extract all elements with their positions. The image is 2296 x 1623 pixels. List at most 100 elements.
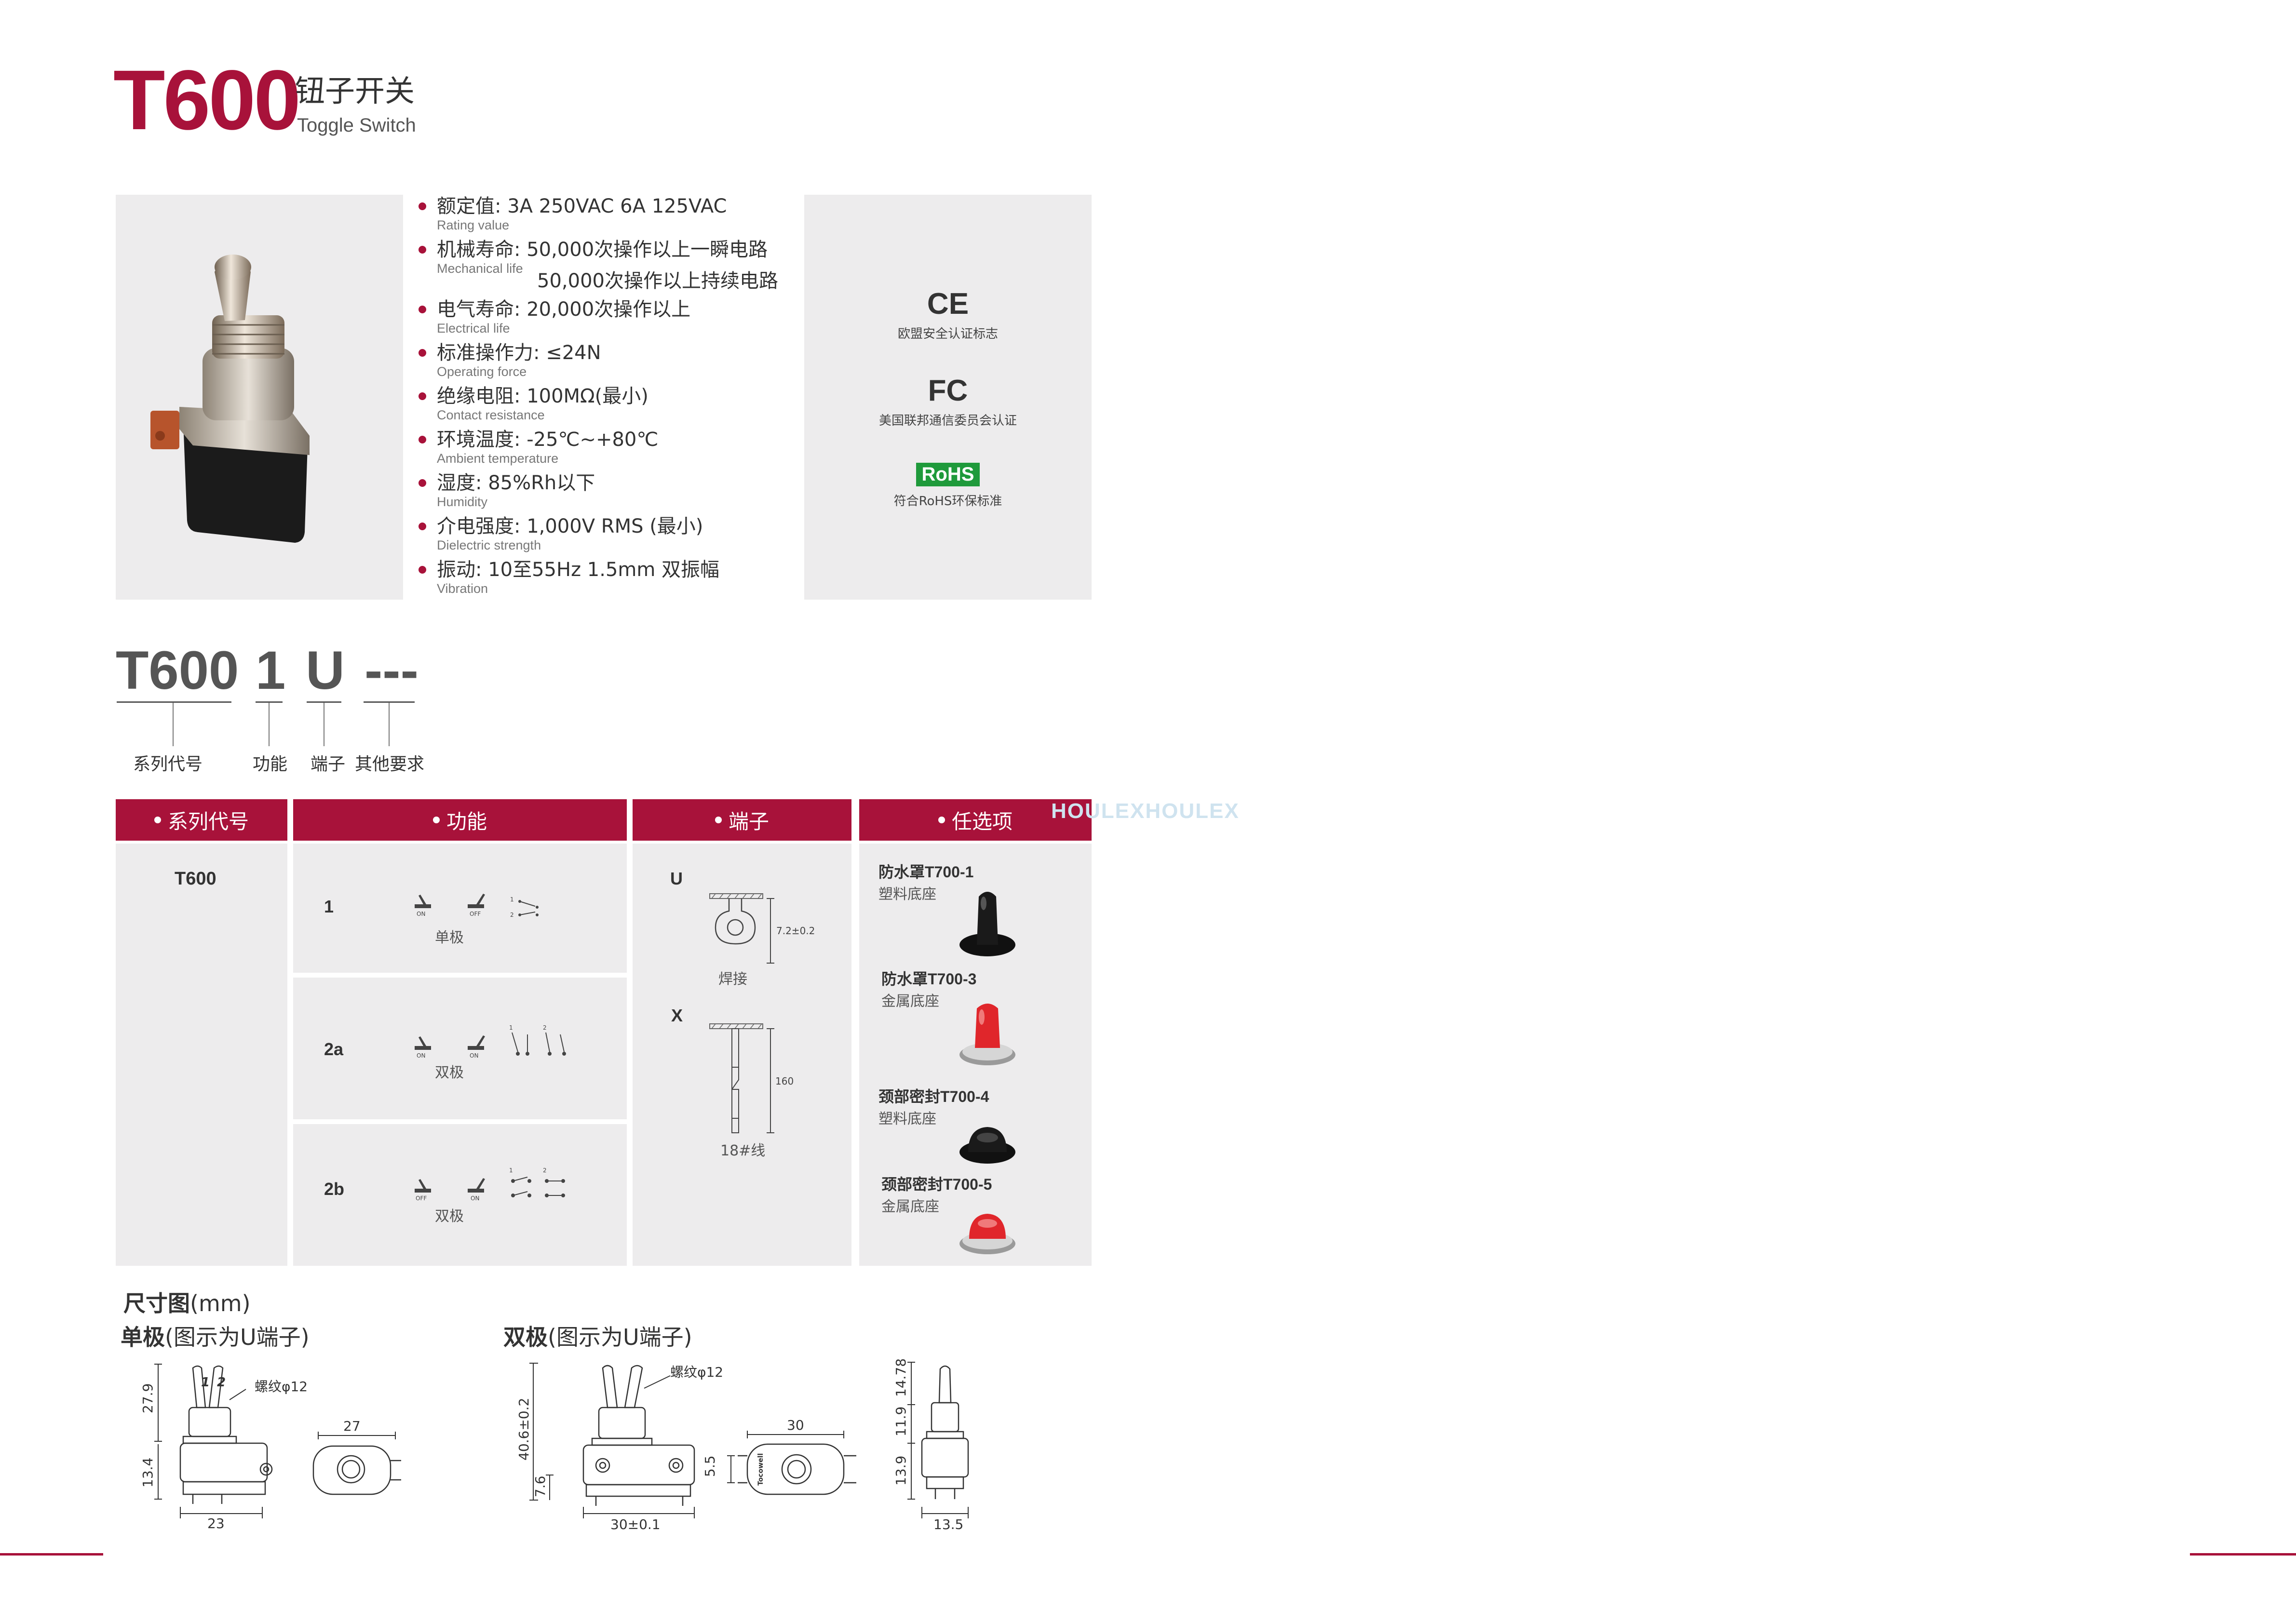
double-pole-dimension-drawing: 40.6±0.2 7.6 30±0.1 螺纹φ12 30 5.5 Tocowel… <box>516 1359 969 1532</box>
function-row-2a: 2a ON ON 1 2 双极 <box>293 978 627 1119</box>
options-cell: 防水罩T700-1 塑料底座 防水罩T700-3 金属底座 颈部密封T700-4… <box>859 844 1092 1266</box>
cert-rohs: RoHS 符合RoHS环保标准 <box>804 463 1092 509</box>
double-pole-title: 双极(图示为U端子) <box>503 1324 692 1350</box>
dim-side-height: 5.5 <box>702 1455 718 1477</box>
code-label-series: 系列代号 <box>133 754 203 774</box>
option-item: 颈部密封T700-4 塑料底座 <box>878 1085 989 1128</box>
code-leader <box>389 703 390 746</box>
table-header-function: 功能 <box>293 799 627 841</box>
dim-height: 40.6±0.2 <box>516 1398 532 1461</box>
code-label-function: 功能 <box>253 754 288 774</box>
option-base: 塑料底座 <box>878 1111 936 1127</box>
spec-value: 环境温度: -25℃~+80℃ <box>437 429 659 451</box>
terminal-name-u: 焊接 <box>718 971 747 988</box>
lever-number: 2 <box>217 1375 226 1390</box>
pole-label: 单极 <box>435 929 464 946</box>
bullet-icon <box>419 202 426 210</box>
bullet-icon <box>419 523 426 530</box>
state-label: ON <box>417 911 425 917</box>
fcc-mark-icon: FC <box>928 374 968 407</box>
function-diagram: OFF ON 1 2 <box>415 1167 565 1202</box>
terminal-num: 1 <box>509 1024 513 1031</box>
bullet-icon <box>938 817 945 823</box>
option-item: 防水罩T700-1 塑料底座 <box>878 860 973 903</box>
spec-value: 绝缘电阻: 100MΩ(最小) <box>437 385 648 407</box>
spec-label-en: Vibration <box>437 581 488 596</box>
toggle-switch-photo <box>150 255 310 543</box>
spec-label-en: Humidity <box>437 495 488 509</box>
state-label: ON <box>471 1195 479 1202</box>
dim-height: 27.9 <box>140 1383 156 1413</box>
spec-contact-resistance: 绝缘电阻: 100MΩ(最小)Contact resistance <box>416 385 797 428</box>
spec-value: 机械寿命: 50,000次操作以上一瞬电路 <box>437 239 768 261</box>
terminal-num: 1 <box>510 896 514 903</box>
product-name-cn: 钮子开关 <box>295 73 415 108</box>
bullet-icon <box>432 817 440 823</box>
bullet-icon <box>419 392 426 400</box>
dim-side-width: 30 <box>787 1417 804 1433</box>
function-diagram: ON ON 1 2 <box>415 1024 566 1059</box>
code-other: --- <box>365 640 419 700</box>
terminal-dim: 7.2±0.2 <box>776 925 815 937</box>
bullet-icon <box>419 566 426 574</box>
code-leader <box>173 703 174 746</box>
code-label-terminal: 端子 <box>311 754 346 774</box>
ce-mark-icon: CE <box>927 287 969 321</box>
spec-label-en: Ambient temperature <box>437 451 559 466</box>
dim-side-low: 13.9 <box>893 1456 909 1486</box>
option-base: 金属底座 <box>881 993 939 1010</box>
single-pole-dimension-drawing: 1 2 27.9 13.4 23 螺纹φ12 27 <box>140 1364 401 1531</box>
spec-value: 湿度: 85%Rh以下 <box>437 472 595 494</box>
option-name: 防水罩T700-3 <box>881 970 977 988</box>
dim-base: 7.6 <box>532 1475 548 1497</box>
dim-side-mid: 11.9 <box>893 1407 909 1436</box>
spec-value: 介电强度: 1,000V RMS (最小) <box>437 515 703 537</box>
page-edge-line-left <box>0 1553 103 1556</box>
option-base: 金属底座 <box>881 1198 939 1215</box>
state-label: ON <box>417 1052 425 1059</box>
option-name: 颈部密封T700-5 <box>881 1176 992 1193</box>
neck-seal-black-icon <box>959 1127 1015 1164</box>
function-code: 2a <box>324 1039 344 1059</box>
dimension-title: 尺寸图(mm) <box>123 1290 251 1316</box>
product-photo-panel <box>116 195 403 600</box>
product-name-en: Toggle Switch <box>297 115 416 136</box>
bullet-icon <box>715 817 722 823</box>
neck-seal-red-icon <box>959 1214 1015 1254</box>
terminal-num: 2 <box>510 912 514 918</box>
spec-dielectric-strength: 介电强度: 1,000V RMS (最小)Dielectric strength <box>416 515 797 558</box>
dim-side-top: 14.78 <box>893 1359 909 1397</box>
product-model-title: T600 <box>113 53 301 148</box>
bullet-icon <box>419 306 426 313</box>
spec-value: 额定值: 3A 250VAC 6A 125VAC <box>437 195 727 217</box>
terminal-num: 2 <box>543 1024 547 1031</box>
bullet-icon <box>419 436 426 443</box>
table-header-terminal: 端子 <box>633 799 851 841</box>
state-label: ON <box>470 1052 478 1059</box>
terminal-code-u: U <box>670 869 683 888</box>
code-label-other: 其他要求 <box>355 754 425 774</box>
pole-label: 双极 <box>435 1208 464 1225</box>
spec-label-en: Mechanical life <box>437 261 523 276</box>
single-pole-title: 单极(图示为U端子) <box>121 1324 310 1350</box>
function-row-1: 1 ON OFF 1 2 单极 <box>293 844 627 973</box>
dim-thread: 螺纹φ12 <box>255 1379 308 1395</box>
pole-label: 双极 <box>435 1064 464 1081</box>
cert-ce: CE 欧盟安全认证标志 <box>804 289 1092 342</box>
dim-side-width-2: 13.5 <box>933 1516 963 1532</box>
lever-number: 1 <box>201 1375 210 1390</box>
option-item: 防水罩T700-3 金属底座 <box>881 967 976 1010</box>
function-code: 2b <box>324 1179 345 1199</box>
wire-terminal-diagram: 160 <box>709 1023 794 1133</box>
spec-label-en: Contact resistance <box>437 408 545 422</box>
cert-caption: 美国联邦通信委员会认证 <box>878 414 1017 428</box>
bullet-icon <box>419 479 426 487</box>
series-code: T600 <box>175 869 216 889</box>
